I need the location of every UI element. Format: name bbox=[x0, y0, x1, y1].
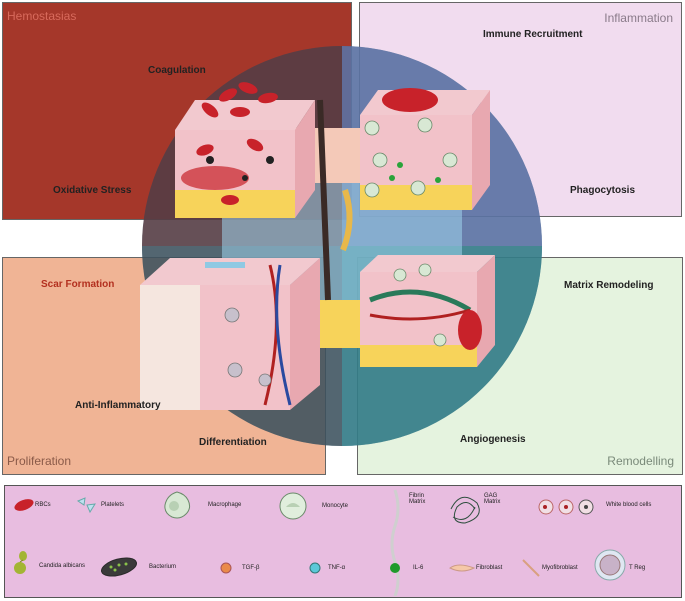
label-angiogenesis: Angiogenesis bbox=[460, 434, 526, 445]
inflammation-tissue-block bbox=[360, 88, 490, 210]
inflammation-title: Inflammation bbox=[604, 11, 673, 25]
legend-label-candida-albicans: Candida albicans bbox=[39, 563, 86, 569]
legend: RBCs Platelets Macrophage Monocyte Fibri… bbox=[4, 485, 682, 598]
white-blood-cells-icon bbox=[538, 499, 594, 515]
myofibroblast-icon bbox=[522, 559, 540, 577]
hemostasis-tissue-block bbox=[175, 82, 315, 218]
label-phagocytosis: Phagocytosis bbox=[570, 185, 636, 196]
bacterium-icon bbox=[100, 557, 138, 577]
legend-label-tnf-alpha: TNF-α bbox=[328, 565, 346, 571]
hemostasis-title: Hemostasias bbox=[7, 9, 77, 23]
legend-label-myofibroblast: Myofibroblast bbox=[542, 565, 578, 571]
proliferation-tissue-block bbox=[140, 258, 320, 410]
fibrin-matrix-icon bbox=[390, 489, 400, 596]
label-differentiation: Differentiation bbox=[199, 437, 267, 448]
tnf-alpha-icon bbox=[309, 562, 321, 574]
legend-label-gag-matrix: GAG Matrix bbox=[484, 493, 501, 505]
remodelling-title: Remodelling bbox=[607, 454, 674, 468]
monocyte-icon bbox=[279, 492, 307, 520]
proliferation-title: Proliferation bbox=[7, 454, 72, 468]
label-oxidative-stress: Oxidative Stress bbox=[53, 185, 132, 196]
il6-icon bbox=[390, 563, 400, 573]
fibroblast-icon bbox=[449, 564, 475, 572]
label-coagulation: Coagulation bbox=[148, 65, 206, 76]
wound-healing-illustration bbox=[140, 46, 542, 446]
legend-label-il6: IL-6 bbox=[413, 565, 424, 571]
rbc-icon bbox=[14, 499, 34, 511]
legend-label-monocyte: Monocyte bbox=[322, 503, 349, 509]
legend-label-t-reg: T Reg bbox=[629, 565, 646, 571]
label-matrix-remodeling: Matrix Remodeling bbox=[564, 280, 654, 291]
legend-label-bacterium: Bacterium bbox=[149, 564, 177, 570]
legend-label-tgf-beta: TGF-β bbox=[242, 565, 260, 571]
legend-label-rbcs: RBCs bbox=[35, 502, 51, 508]
tgf-beta-icon bbox=[220, 562, 232, 574]
legend-label-macrophage: Macrophage bbox=[208, 502, 242, 508]
macrophage-icon bbox=[164, 491, 191, 519]
gag-matrix-icon bbox=[450, 496, 480, 524]
legend-label-fibrin-matrix: Fibrin Matrix bbox=[409, 493, 426, 505]
legend-label-platelets: Platelets bbox=[101, 502, 125, 508]
label-immune-recruitment: Immune Recruitment bbox=[483, 29, 583, 40]
label-scar-formation: Scar Formation bbox=[41, 279, 115, 290]
t-reg-icon bbox=[594, 549, 626, 581]
legend-label-white-blood-cells: White blood cells bbox=[606, 502, 652, 508]
legend-label-fibroblast: Fibroblast bbox=[476, 565, 503, 571]
remodelling-tissue-block bbox=[360, 255, 495, 367]
candida-icon bbox=[14, 551, 27, 574]
platelets-icon bbox=[76, 497, 96, 514]
label-anti-inflammatory: Anti-Inflammatory bbox=[75, 400, 161, 411]
